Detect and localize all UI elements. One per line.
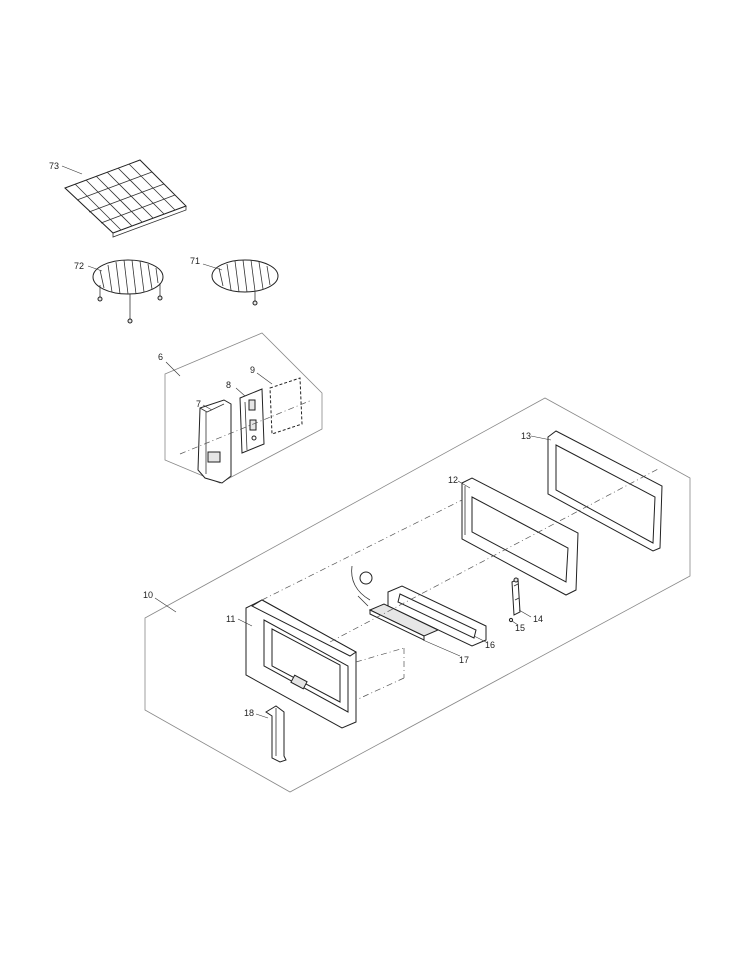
callout-18: 18 — [244, 708, 254, 718]
callout-11: 11 — [226, 614, 235, 624]
callout-10: 10 — [143, 590, 153, 600]
callout-8: 8 — [226, 380, 231, 390]
door-inner-frame-12 — [461, 477, 579, 596]
callout-72: 72 — [74, 261, 84, 271]
leader-14 — [518, 609, 532, 618]
wire-rack-73 — [64, 159, 187, 238]
latch-cover-7 — [197, 399, 232, 484]
round-rack-71 — [211, 259, 279, 306]
leader-10 — [154, 597, 177, 613]
callout-6: 6 — [158, 352, 163, 362]
leader-71 — [202, 263, 223, 271]
insulator-9 — [269, 377, 303, 435]
control-board-17 — [351, 565, 440, 641]
leader-6 — [165, 361, 181, 377]
outer-door-11 — [245, 599, 357, 729]
latch-plate-8 — [239, 388, 265, 454]
leader-9 — [256, 372, 273, 385]
leader-13 — [530, 435, 552, 441]
leader-73 — [61, 165, 83, 175]
callout-7: 7 — [196, 399, 201, 409]
leader-11 — [237, 618, 253, 627]
control-plate-16 — [387, 585, 487, 647]
assembly-box-6 — [164, 332, 323, 484]
callout-13: 13 — [521, 431, 531, 441]
door-handle-18 — [265, 705, 287, 763]
callout-16: 16 — [485, 640, 495, 650]
leader-8 — [235, 387, 246, 397]
callout-12: 12 — [448, 475, 458, 485]
round-rack-72 — [92, 259, 164, 324]
screw-15 — [508, 617, 514, 623]
leader-18 — [255, 713, 269, 719]
assembly-box-10 — [144, 397, 691, 793]
leader-7 — [202, 404, 213, 411]
leader-17 — [422, 639, 461, 657]
callout-71: 71 — [190, 256, 200, 266]
callout-9: 9 — [250, 365, 255, 375]
callout-15: 15 — [515, 623, 525, 633]
door-gasket-13 — [547, 430, 663, 552]
leader-15 — [511, 620, 519, 626]
leader-12 — [457, 480, 471, 489]
axis-line-6 — [179, 399, 313, 455]
leader-16 — [473, 635, 487, 643]
hinge-bracket-14 — [511, 577, 521, 616]
callout-73: 73 — [49, 161, 59, 171]
callout-14: 14 — [533, 614, 543, 624]
leader-72 — [87, 265, 103, 272]
axis-lines-10 — [261, 467, 661, 701]
callout-17: 17 — [459, 655, 469, 665]
